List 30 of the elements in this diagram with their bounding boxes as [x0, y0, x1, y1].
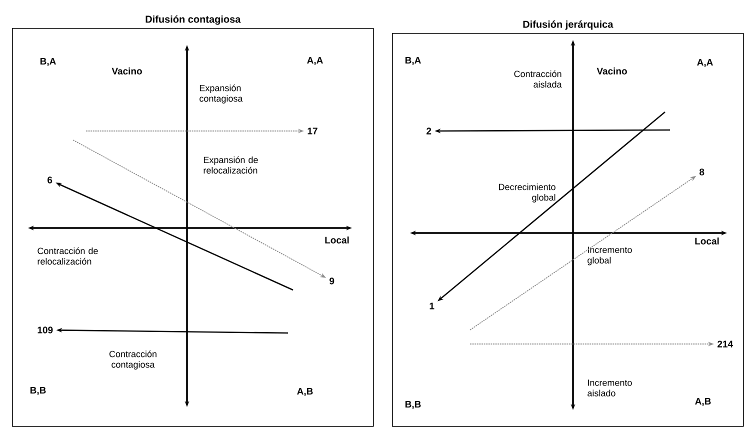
axis-label: B,A — [40, 58, 56, 66]
arrow-label: Expansión de relocalización — [204, 156, 258, 174]
arrow-label: Decrecimiento global — [499, 184, 556, 202]
node-label: Difusión jerárquica — [523, 20, 614, 30]
axis-label: Vacino — [596, 68, 627, 74]
value-label: 17 — [308, 128, 318, 134]
arrow-label: Contracción aislada — [514, 70, 562, 88]
axis-label: A,B — [297, 388, 313, 396]
value-label: 109 — [38, 326, 53, 334]
value-label: 214 — [718, 340, 733, 348]
arrow-label: Expansión contagiosa — [200, 84, 243, 104]
arrow-label: Incremento global — [588, 246, 632, 266]
value-label: 6 — [48, 176, 52, 184]
arrow-label: Incremento aislado — [588, 380, 632, 396]
value-label: 1 — [430, 302, 434, 310]
node-label: Difusión contagiosa — [146, 15, 241, 25]
value-label: 8 — [700, 168, 704, 176]
value-label: 2 — [426, 128, 432, 134]
axis-label: B,A — [405, 57, 421, 65]
axis-label: Local — [325, 236, 349, 244]
axis-label: B,B — [30, 387, 46, 396]
axis-label: A,B — [695, 398, 711, 406]
value-label: 9 — [330, 278, 334, 284]
axis-label: A,A — [307, 57, 323, 65]
axis-label: Vacino — [112, 68, 142, 74]
arrow-label: Contracción contagiosa — [109, 350, 156, 370]
arrow-label: Contracción de relocalización — [38, 247, 98, 265]
axis-label: A,A — [697, 59, 713, 67]
axis-label: Local — [695, 238, 719, 244]
axis-label: B,B — [405, 401, 421, 409]
